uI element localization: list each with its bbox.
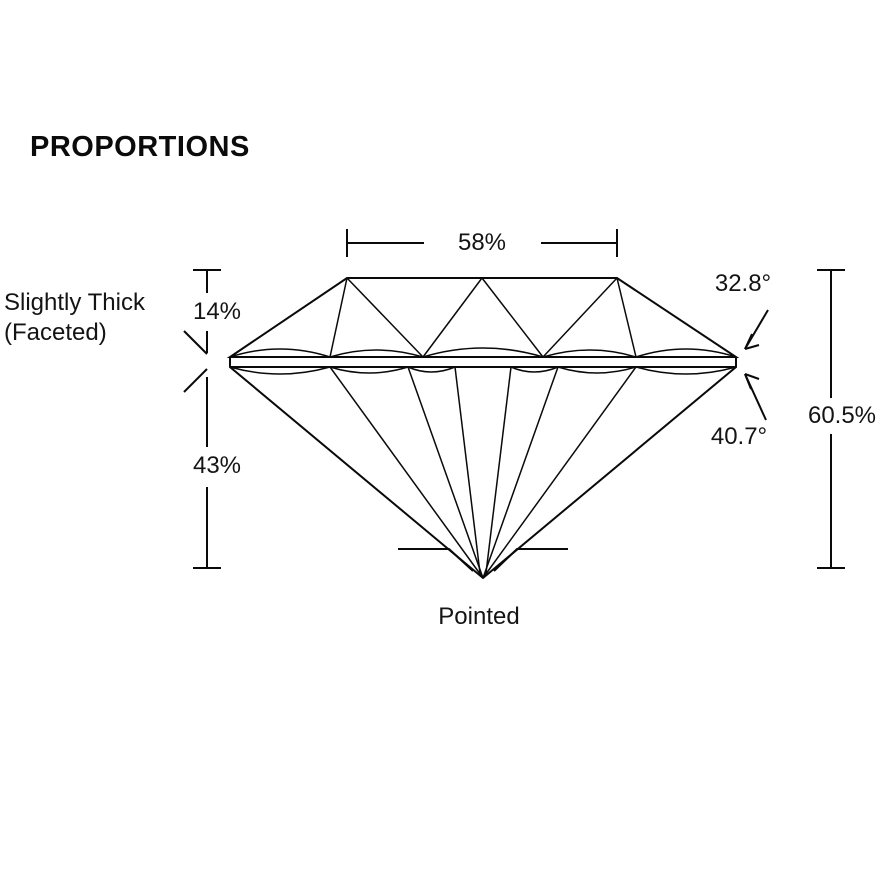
girdle-leader <box>183 330 208 393</box>
pavilion-angle-leader <box>744 373 767 421</box>
girdle-label-line1: Slightly Thick <box>4 289 145 316</box>
pavilion-depth-label: 43% <box>192 452 242 479</box>
culet-label: Pointed <box>438 603 520 630</box>
pavilion-angle-label: 40.7° <box>710 423 768 450</box>
crown-height-label: 14% <box>192 298 242 325</box>
diamond-outline <box>226 277 740 580</box>
pavilion-facets <box>229 366 737 579</box>
table-width-dimension <box>346 229 618 257</box>
crown-angle-label: 32.8° <box>714 270 772 297</box>
crown-angle-leader <box>744 309 769 350</box>
culet-bracket <box>398 548 568 572</box>
table-width-label: 58% <box>457 229 507 256</box>
girdle-label-line2: (Faceted) <box>4 319 107 346</box>
pavilion-depth-dimension <box>193 377 221 569</box>
crown-height-dimension <box>193 269 221 353</box>
girdle-label: Slightly Thick (Faceted) <box>4 288 145 348</box>
page-title: PROPORTIONS <box>30 131 250 163</box>
total-depth-dimension <box>817 269 845 569</box>
crown-facets <box>229 277 737 358</box>
total-depth-label: 60.5% <box>807 402 877 429</box>
